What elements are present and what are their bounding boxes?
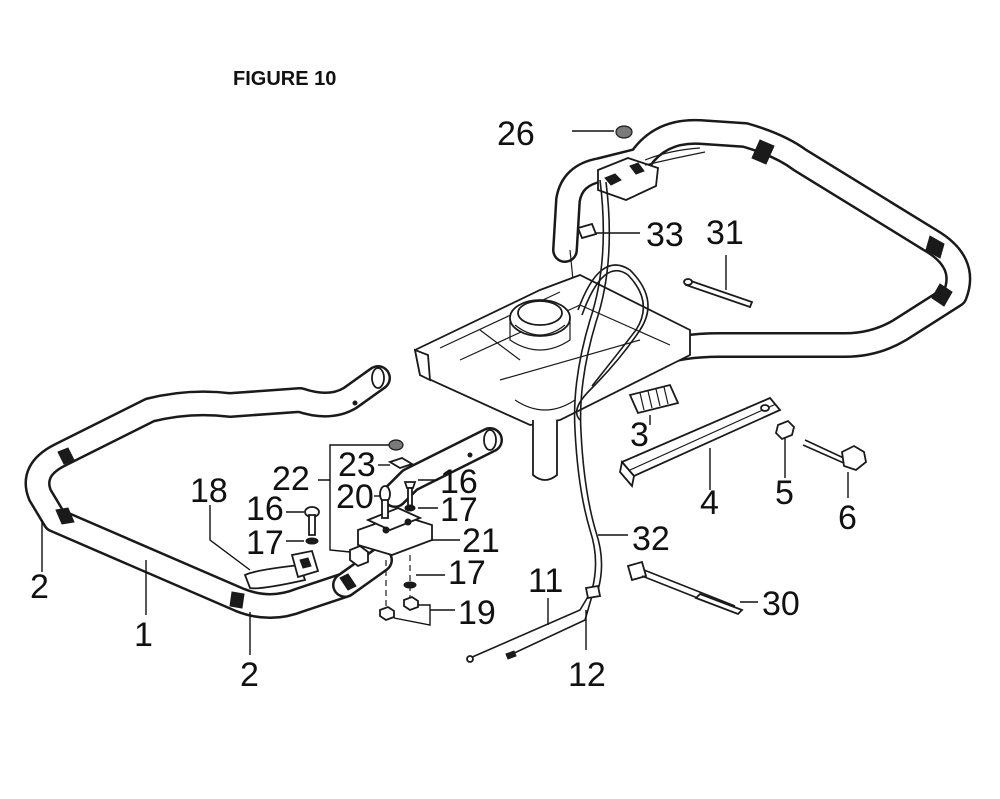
washer-17-left [286, 537, 319, 545]
cap-26 [572, 125, 633, 139]
cable-end-11-12 [466, 584, 602, 663]
nut-5 [775, 419, 795, 478]
callout-31: 31 [706, 214, 744, 252]
bolt-20 [374, 485, 391, 519]
callout-3: 3 [630, 416, 649, 454]
callout-20: 20 [336, 478, 374, 516]
engine-mount-frame [413, 274, 691, 481]
left-handle-bar-1 [24, 365, 503, 619]
washer-17-lower [403, 574, 445, 589]
callout-33: 33 [646, 216, 684, 254]
callout-17-right: 17 [440, 491, 478, 529]
throttle-cable-32 [573, 179, 649, 591]
callout-12: 12 [568, 656, 606, 694]
callout-1: 1 [134, 616, 153, 654]
knob-22 [318, 444, 396, 568]
bolt-16-right [403, 479, 438, 511]
callout-17-left: 17 [246, 524, 284, 562]
figure-title: FIGURE 10 [233, 68, 336, 90]
callout-26: 26 [497, 115, 535, 153]
cap-23 [378, 439, 415, 469]
callout-16-right: 16 [440, 463, 478, 501]
callout-6: 6 [838, 499, 857, 537]
callout-16-left: 16 [246, 490, 284, 528]
throttle-lever-18 [209, 505, 320, 590]
washer-17-right [404, 504, 438, 512]
pin-31 [683, 255, 754, 309]
callout-18: 18 [190, 472, 228, 510]
spring-3 [628, 383, 680, 425]
slide-rail-4 [619, 396, 782, 490]
callout-5: 5 [775, 474, 794, 512]
callout-22: 22 [272, 460, 310, 498]
callout-23: 23 [338, 446, 376, 484]
bracket-21 [357, 507, 460, 556]
callout-4: 4 [700, 484, 719, 522]
callout-17-lower: 17 [448, 554, 486, 592]
bolt-16-left [286, 506, 320, 536]
throttle-clamp [597, 147, 706, 201]
callout-30: 30 [762, 585, 800, 623]
callout-21: 21 [462, 522, 500, 560]
callout-2-bottom: 2 [240, 656, 259, 694]
callout-32: 32 [632, 520, 670, 558]
knob-bolt-6 [802, 439, 867, 498]
nut-19 [379, 595, 455, 626]
callout-2-left: 2 [30, 568, 49, 606]
callout-19: 19 [458, 594, 496, 632]
callout-11: 11 [528, 562, 563, 600]
cable-tie-30 [626, 560, 758, 616]
